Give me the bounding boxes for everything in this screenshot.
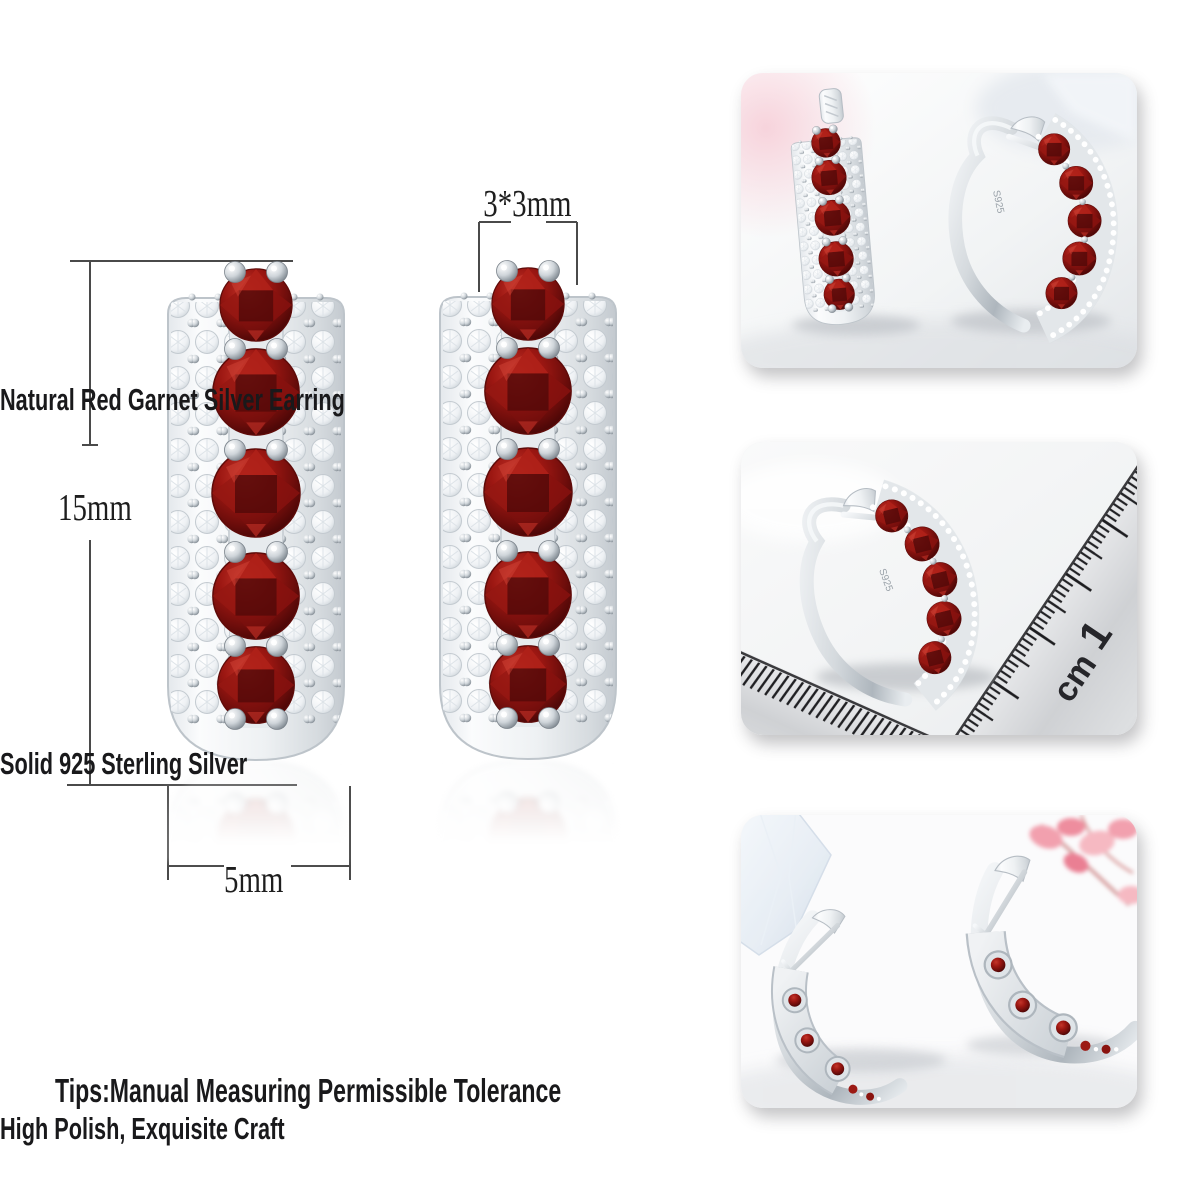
ruler-corner: 2 xyxy=(741,637,1004,735)
width-label: 5mm xyxy=(224,859,284,901)
earring-front-left xyxy=(164,256,348,776)
height-label: 15mm xyxy=(58,487,132,529)
ruler: cm 1 xyxy=(903,442,1137,735)
flower-decoration xyxy=(1029,815,1137,907)
caption-sterling-silver: Solid 925 Sterling Silver xyxy=(0,746,248,781)
gem-size-label: 3*3mm xyxy=(483,183,572,225)
photo2-scene: cm 1 2 S925 xyxy=(741,442,1137,735)
earring-front-right xyxy=(436,255,620,775)
photo-high-polish xyxy=(741,815,1137,1108)
photo-sterling-silver-ruler: cm 1 2 S925 xyxy=(741,442,1137,735)
caption-natural-garnet: Natural Red Garnet Silver Earring xyxy=(0,382,345,417)
photo1-scene: S925 xyxy=(741,73,1137,368)
engraving-s925: S925 xyxy=(990,189,1006,215)
caption-high-polish: High Polish, Exquisite Craft xyxy=(0,1111,285,1146)
photo3-scene xyxy=(741,815,1137,1108)
tips-text: Tips:Manual Measuring Permissible Tolera… xyxy=(55,1072,562,1109)
photo-natural-garnet-earring: S925 xyxy=(741,73,1137,368)
